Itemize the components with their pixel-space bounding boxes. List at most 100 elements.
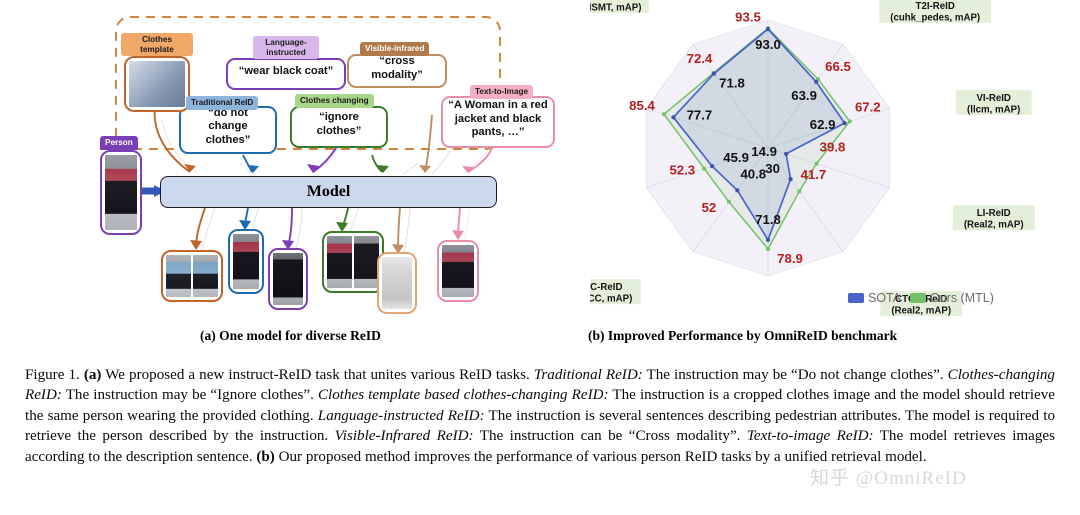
radar-axis-spoke <box>692 147 769 252</box>
radar-value-label-sota: 14.9 <box>751 144 777 159</box>
subcaption-b: (b) Improved Performance by OmniReID ben… <box>588 328 898 343</box>
figure-1: Person Clothes template Traditional ReID… <box>0 0 1080 351</box>
radar-axis-label: CC-ReID <box>590 282 622 293</box>
task-box-language-instructed: “wear black coat” <box>226 58 346 90</box>
radar-point-ours <box>797 189 802 194</box>
radar-value-label-sota: 77.7 <box>687 107 713 122</box>
radar-point-ours <box>662 112 666 117</box>
radar-value-label-sota: 71.8 <box>755 212 781 227</box>
radar-axis-spoke <box>767 147 844 252</box>
legend-label: Ours (MTL) <box>930 291 994 305</box>
radar-axis-label: (cuhk_pedes, mAP) <box>890 12 980 23</box>
radar-point-ours <box>726 199 731 204</box>
radar-point-sota <box>784 151 789 156</box>
radar-axis-label: T2I-ReID <box>916 1 955 12</box>
radar-axis-label: (Real2, mAP) <box>964 220 1024 231</box>
task-box-visible-infrared: “cross modality” <box>347 54 447 88</box>
radar-axis-label: Trad-ReID <box>590 0 634 2</box>
radar-point-sota <box>842 121 847 126</box>
radar-point-sota <box>671 115 676 120</box>
pedestrian-thumb <box>354 236 379 288</box>
caption-italic-4: Language-instructed ReID: <box>317 407 485 424</box>
caption-italic-6: Text-to-image ReID: <box>746 428 874 445</box>
radar-axis-label-bg <box>880 291 963 317</box>
clothes-template-thumb <box>129 61 185 107</box>
radar-value-label-ours: 85.4 <box>629 98 655 113</box>
radar-point-ours <box>814 161 819 166</box>
radar-value-label-ours: 52.3 <box>669 163 695 178</box>
caption-italic-3: Clothes template based clothes-changing … <box>317 387 609 404</box>
watermark: 知乎 @OmniReID <box>810 468 967 489</box>
radar-axis-spoke <box>767 147 890 188</box>
radar-value-label-sota: 62.9 <box>810 117 836 132</box>
caption-text-6: The instruction can be “Cross modality”. <box>473 428 747 445</box>
radar-axis-label: (MSMT, mAP) <box>590 2 641 13</box>
caption-text-2: The instruction may be “Do not change cl… <box>642 367 948 383</box>
radar-value-label-sota: 93.0 <box>755 37 781 52</box>
radar-value-label-sota: 45.9 <box>723 150 749 165</box>
radar-axis-spoke <box>767 44 844 149</box>
caption-tag-b: (b) <box>256 448 275 465</box>
radar-value-label-ours: 39.8 <box>820 140 846 155</box>
caption-text-7: The model retrieves images according to … <box>25 428 1055 465</box>
radar-point-sota <box>711 71 717 76</box>
legend-label: SOTA <box>868 291 902 305</box>
task-label-visible-infrared: Visible-infrared <box>360 42 430 56</box>
caption-text-3: The instruction may be “Ignore clothes”. <box>61 387 318 404</box>
task-box-traditional-reid: “do not change clothes” <box>179 106 277 154</box>
radar-point-sota <box>788 177 793 182</box>
radar-point-ours <box>766 247 770 251</box>
pedestrian-thumb <box>327 236 352 288</box>
pedestrian-thumb <box>193 255 218 297</box>
caption-text-1: We proposed a new instruct-ReID task tha… <box>101 367 534 383</box>
radar-axis-label-bg <box>879 0 992 23</box>
radar-point-sota <box>710 164 715 169</box>
result-card-visible-infrared <box>377 252 417 314</box>
diagram-connectors <box>115 16 501 255</box>
radar-axis-label: (Real2, mAP) <box>891 306 951 317</box>
radar-value-label-ours: 52 <box>702 200 717 215</box>
result-card-traditional-reid <box>228 229 264 294</box>
caption-text-4: The instruction is a cropped clothes ima… <box>25 387 1055 424</box>
person-to-model-arrow <box>140 185 165 197</box>
task-text-visible-infrared: “cross modality” <box>371 55 423 81</box>
task-label-traditional-reid: Traditional ReID <box>186 96 259 110</box>
caption-prefix: Figure 1. <box>25 367 84 383</box>
pedestrian-thumb-infrared <box>382 257 412 309</box>
radar-value-label-sota: 30 <box>765 161 780 176</box>
result-card-clothes-changing <box>322 231 384 293</box>
result-card-language-instructed <box>268 248 308 310</box>
caption-italic-1: Traditional ReID: <box>533 367 643 383</box>
radar-axis-label: (LTCC, mAP) <box>590 294 632 305</box>
radar-value-label-ours: 66.5 <box>825 59 851 74</box>
caption-tag-a: (a) <box>83 367 102 383</box>
pedestrian-thumb <box>233 234 259 289</box>
radar-axis-spoke <box>692 44 769 149</box>
pedestrian-thumb <box>273 253 303 305</box>
model-box: Model <box>160 176 497 208</box>
radar-value-label-ours: 93.5 <box>735 9 761 24</box>
pedestrian-thumb <box>105 155 137 230</box>
task-label-clothes-changing: Clothes changing <box>295 94 374 108</box>
person-tag-label: Person <box>100 136 138 150</box>
caption-italic-5: Visible-Infrared ReID: <box>334 428 474 445</box>
radar-value-label-sota: 40.8 <box>740 166 766 181</box>
task-text-language-instructed: “wear black coat” <box>238 64 334 77</box>
caption-italic-2: Clothes-changing ReID: <box>25 367 1055 404</box>
task-text-traditional-reid: “do not change clothes” <box>205 106 251 146</box>
result-card-text-to-image <box>437 240 479 302</box>
radar-axis-label-bg <box>952 205 1035 231</box>
radar-value-label-ours: 41.7 <box>801 167 827 182</box>
radar-point-sota <box>765 237 771 242</box>
pedestrian-thumb <box>442 245 474 297</box>
radar-axis-label: VI-ReID <box>976 93 1010 104</box>
diagram-one-model-for-diverse-reid: Person Clothes template Traditional ReID… <box>0 0 600 325</box>
caption-text-5: The instruction is several sentences des… <box>25 407 1055 445</box>
caption-text-8: Our proposed method improves the perform… <box>274 448 927 465</box>
task-box-clothes-changing: “ignore clothes” <box>290 106 388 148</box>
radar-point-ours <box>847 119 852 124</box>
radar-point-sota <box>735 188 740 193</box>
radar-point-sota <box>765 26 771 32</box>
clothes-template-image-card <box>124 56 190 112</box>
